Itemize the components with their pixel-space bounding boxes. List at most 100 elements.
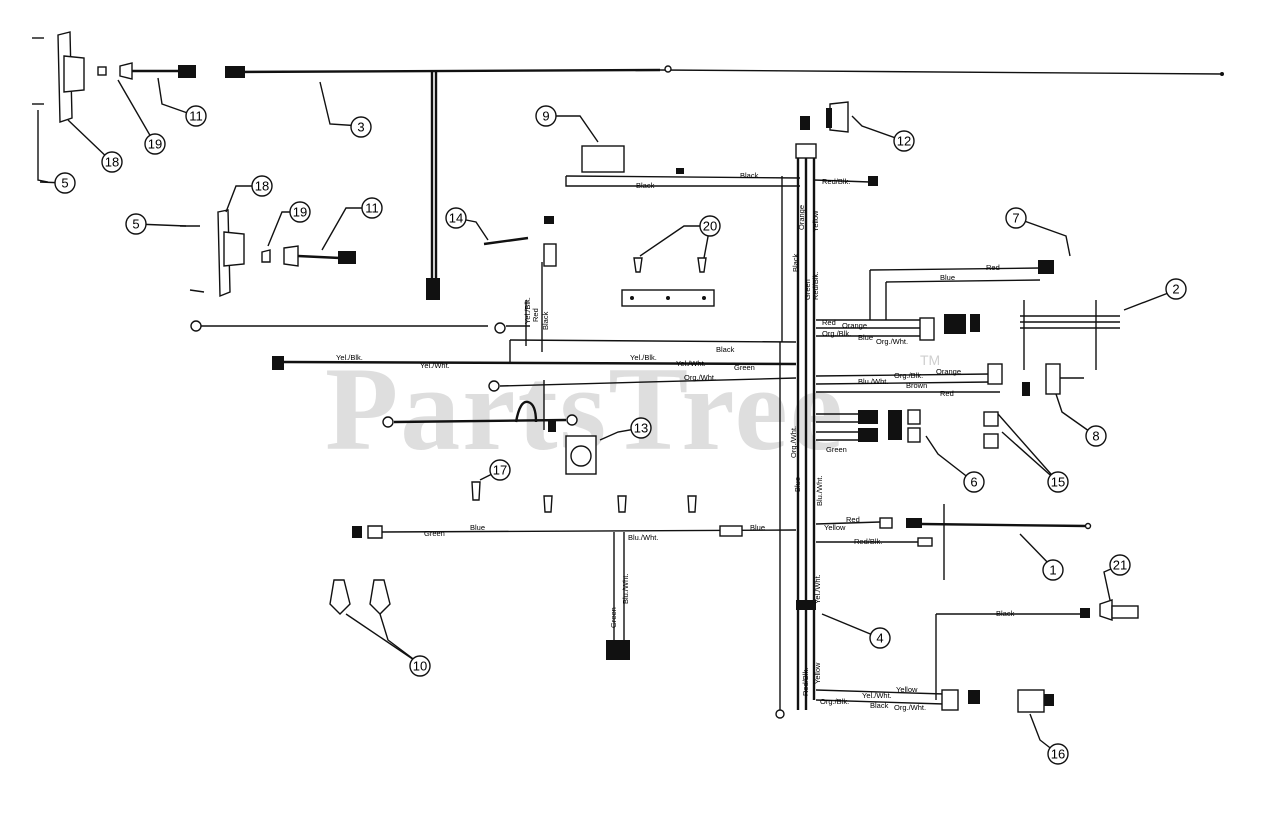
wire-label: Red/Blk. <box>854 537 882 546</box>
headlight-left-top <box>32 31 196 183</box>
wire-label: Org./Blk. <box>820 697 849 706</box>
wire-label: Green <box>803 279 812 300</box>
wire-label: Black <box>996 609 1015 618</box>
wire-label: Red/Blk. <box>822 177 850 186</box>
main-trunk-4 <box>775 143 878 719</box>
callout-8 <box>1085 425 1107 447</box>
callout-5b-label: 5 <box>132 217 139 232</box>
wire-label: Green <box>826 445 847 454</box>
wire-label: Blu./Wht. <box>628 533 658 542</box>
wire-label: Orange <box>936 367 961 376</box>
callout-15-label: 15 <box>1051 475 1065 490</box>
wire-label: Red/Blk. <box>811 272 820 300</box>
wire-label: Blu./Wht. <box>815 476 824 506</box>
connector-12 <box>800 101 849 133</box>
callout-17 <box>489 459 511 481</box>
wire-label: Yel./Wht. <box>862 691 892 700</box>
callout-1 <box>1042 559 1064 581</box>
callout-19b <box>289 201 311 223</box>
wire-label: Org./Blk. <box>822 329 851 338</box>
harness-3 <box>225 65 1224 300</box>
wire-label: Blue <box>858 333 873 342</box>
harness-left-branches <box>190 262 797 660</box>
wire-label: Yel./Wht. <box>420 361 450 370</box>
seat-switch-9 <box>565 145 801 342</box>
callout-18b <box>251 175 273 197</box>
callout-5b <box>125 213 147 235</box>
callout-11b-label: 11 <box>365 201 379 216</box>
wire-label: Orange <box>797 205 806 230</box>
bulbs-10 <box>329 579 391 615</box>
callout-12 <box>893 130 915 152</box>
wire-label: Green <box>609 607 618 628</box>
wire-label: Blue <box>470 523 485 532</box>
callout-8-label: 8 <box>1092 429 1099 444</box>
wire-label: Red <box>986 263 1000 272</box>
callout-13 <box>630 417 652 439</box>
callout-19a-label: 19 <box>148 137 162 152</box>
switch-14 <box>483 216 557 267</box>
wire-label: Yellow <box>811 210 820 232</box>
callout-18a <box>101 151 123 173</box>
callout-2-label: 2 <box>1172 282 1179 297</box>
wire-labels: Black Black Black Black Red/Blk. Green O… <box>336 171 1015 712</box>
callout-10-label: 10 <box>413 659 427 674</box>
callout-19a <box>144 133 166 155</box>
callout-11a-label: 11 <box>189 109 203 124</box>
wire-label: Yel./Wht. <box>676 359 706 368</box>
callouts: 1 2 3 4 5 5 6 7 8 9 10 11 11 12 13 14 15… <box>54 105 1187 765</box>
callout-21 <box>1109 554 1131 576</box>
wire-label: Org./Wht. <box>684 373 716 382</box>
wire-label: Blu./Wht. <box>858 377 888 386</box>
wire-label: Brown <box>906 381 927 390</box>
wire-label: Yel./Blk. <box>523 297 532 324</box>
wire-label: Blue <box>793 477 802 492</box>
harness-right-branches <box>815 260 1120 449</box>
wire-label: Black <box>636 181 655 190</box>
callout-18a-label: 18 <box>105 155 119 170</box>
callout-9-label: 9 <box>542 109 549 124</box>
wire-label: Yellow <box>824 523 846 532</box>
wire-label: Black <box>870 701 889 710</box>
callout-11a <box>185 105 207 127</box>
wire-label: Green <box>424 529 445 538</box>
callout-3 <box>350 116 372 138</box>
callout-4-label: 4 <box>876 631 883 646</box>
wire-label: Black <box>541 311 550 330</box>
callout-19b-label: 19 <box>293 205 307 220</box>
wire-label: Red <box>846 515 860 524</box>
harness-lower-right <box>815 504 1139 713</box>
callout-11b <box>361 197 383 219</box>
bulbs-17 <box>471 481 697 513</box>
wire-label: Org./Wht. <box>894 703 926 712</box>
wire-label: Green <box>734 363 755 372</box>
headlight-left-middle <box>180 209 356 298</box>
wire-label: Red <box>822 318 836 327</box>
wire-label: Org./Wht. <box>789 426 798 458</box>
wire-label: Yellow <box>896 685 918 694</box>
wire-label: Yel./Blk. <box>630 353 657 362</box>
callout-10 <box>409 655 431 677</box>
callout-15 <box>1047 471 1069 493</box>
callout-5a <box>54 172 76 194</box>
callout-16 <box>1047 743 1069 765</box>
callout-7 <box>1005 207 1027 229</box>
callout-17-label: 17 <box>493 463 507 478</box>
callout-4 <box>869 627 891 649</box>
wire-label: Org./Wht. <box>876 337 908 346</box>
callout-9 <box>535 105 557 127</box>
callout-14-label: 14 <box>449 211 463 226</box>
callout-20 <box>699 215 721 237</box>
callout-3-label: 3 <box>357 120 364 135</box>
wire-label: Red <box>531 308 540 322</box>
watermark-trademark: TM <box>920 352 941 368</box>
callout-21-label: 21 <box>1113 558 1127 573</box>
callout-5a-label: 5 <box>61 176 68 191</box>
callout-18b-label: 18 <box>255 179 269 194</box>
wire-label: Blue <box>750 523 765 532</box>
callout-14 <box>445 207 467 229</box>
wire-label: Black <box>716 345 735 354</box>
wire-label: Yel./Wht. <box>813 574 822 604</box>
callout-12-label: 12 <box>897 134 911 149</box>
callout-1-label: 1 <box>1049 563 1056 578</box>
